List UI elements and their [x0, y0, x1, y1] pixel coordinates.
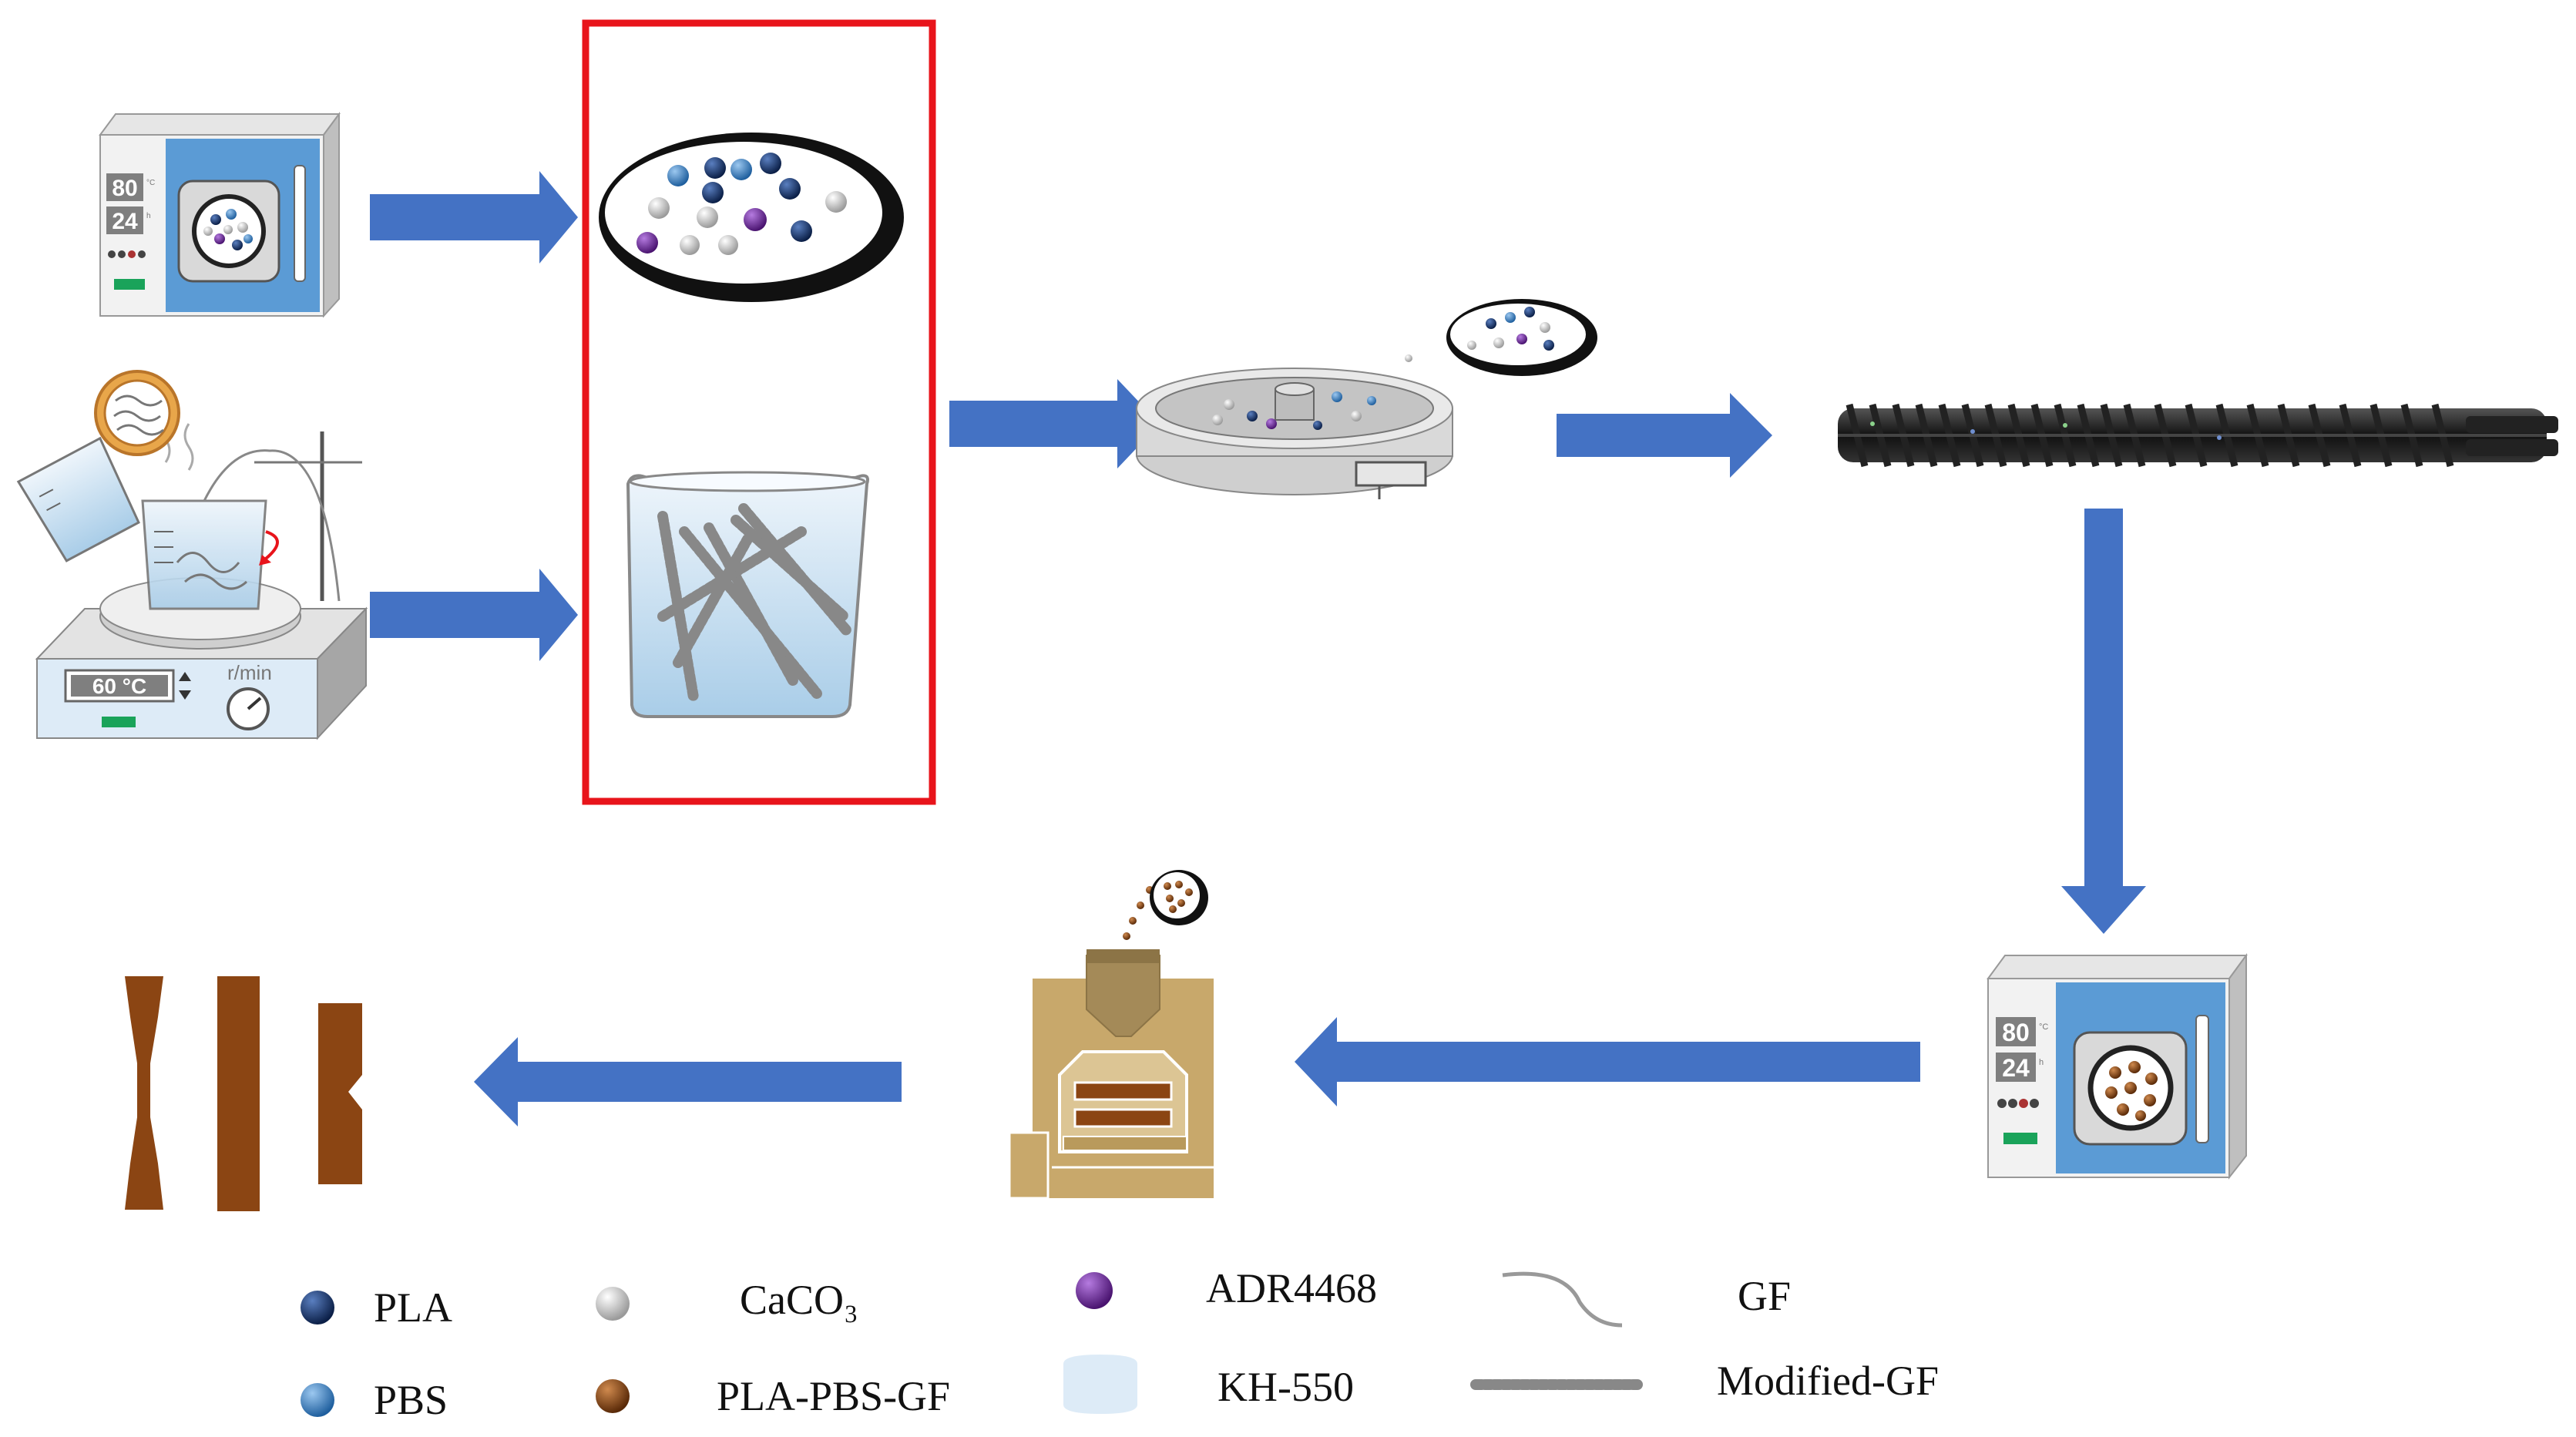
- highlight-box: [582, 19, 936, 805]
- notched-specimen: [318, 1003, 362, 1184]
- petri-dish-pellets: [599, 133, 904, 302]
- arrow-extruder-to-oven: [2061, 509, 2146, 934]
- dumbbell-specimen: [125, 976, 163, 1210]
- magnetic-stirrer: 60 °C r/min: [16, 370, 368, 740]
- svg-text:r/min: r/min: [227, 661, 272, 684]
- oven-bottom-time-readout: 24: [2002, 1054, 2030, 1082]
- legend-label-kh550: KH-550: [1217, 1364, 1354, 1410]
- high-speed-mixer: [1136, 299, 1597, 499]
- legend-marker-kh550: [1063, 1355, 1137, 1414]
- svg-text:h: h: [2039, 1058, 2044, 1067]
- legend-label-gf: GF: [1738, 1273, 1791, 1319]
- legend-label-pla: PLA: [374, 1284, 452, 1331]
- arrow-oven-to-dish: [370, 171, 578, 264]
- legend-marker-adr4468: [1076, 1272, 1113, 1309]
- legend-label-caco3: CaCO₃: [740, 1277, 858, 1323]
- oven-time-readout: 24: [112, 209, 138, 234]
- legend-label-pbs: PBS: [374, 1377, 448, 1423]
- svg-text:°C: °C: [2039, 1022, 2048, 1032]
- arrow-oven-to-molder: [1295, 1017, 1920, 1106]
- arrow-molder-to-specimens: [474, 1037, 902, 1126]
- stirrer-temp-readout: 60 °C: [92, 674, 146, 698]
- twin-screw-extruder: [1838, 403, 2558, 468]
- legend-marker-gf: [1502, 1271, 1623, 1328]
- legend-marker-pla: [301, 1291, 334, 1325]
- svg-text:°C: °C: [146, 179, 155, 187]
- legend-label-pla-pbs-gf: PLA-PBS-GF: [717, 1373, 950, 1419]
- legend-label-adr4468: ADR4468: [1206, 1265, 1377, 1311]
- svg-text:h: h: [146, 212, 151, 220]
- legend-marker-pbs: [301, 1383, 334, 1417]
- arrow-box-to-mixer: [949, 379, 1160, 468]
- oven-temp-readout: 80: [112, 176, 137, 201]
- drying-oven-bottom: 80 °C 24 h: [1987, 952, 2248, 1180]
- test-specimens: [125, 976, 362, 1211]
- legend-marker-pla-pbs-gf: [596, 1379, 630, 1413]
- drying-oven-top: 80 °C 24 h: [99, 111, 341, 318]
- oven-bottom-temp-readout: 80: [2002, 1019, 2030, 1046]
- beaker-modified-fibers: [626, 471, 869, 718]
- legend: PLA PBS CaCO₃ PLA-PBS-GF ADR4468 KH-550 …: [301, 1265, 1939, 1423]
- legend-marker-caco3: [596, 1287, 630, 1321]
- legend-label-modified-gf: Modified-GF: [1717, 1358, 1939, 1404]
- bar-specimen: [217, 976, 260, 1211]
- arrow-mixer-to-extruder: [1557, 393, 1772, 478]
- arrow-stirrer-to-beaker: [370, 569, 578, 661]
- injection-molding-machine: [1008, 870, 1214, 1200]
